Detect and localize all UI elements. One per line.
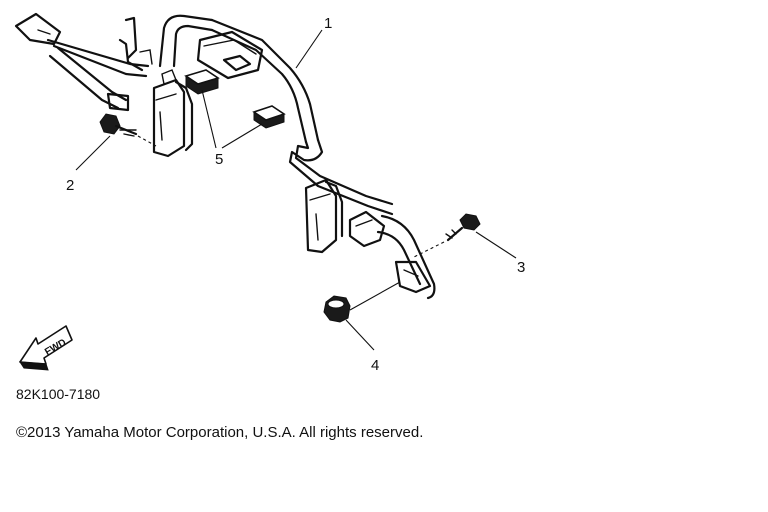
leader-5b	[221, 123, 263, 149]
callout-2: 2	[66, 177, 74, 194]
left-bolt	[99, 113, 157, 147]
diagram-part-code: 82K100-7180	[16, 386, 101, 402]
leader-4	[345, 319, 375, 351]
right-bolt	[411, 213, 481, 259]
rubber-pads	[184, 69, 286, 129]
leader-1	[295, 29, 323, 69]
callout-5: 5	[215, 151, 223, 168]
fwd-arrow-icon: FWD	[19, 325, 73, 371]
callout-1: 1	[324, 15, 332, 32]
callout-4: 4	[371, 357, 379, 374]
leader-2	[75, 135, 111, 171]
copyright-notice: ©2013 Yamaha Motor Corporation, U.S.A. A…	[16, 424, 424, 441]
collar	[323, 281, 401, 323]
leader-3	[475, 231, 517, 259]
callout-3: 3	[517, 259, 525, 276]
leader-5a	[201, 89, 217, 149]
main-bracket	[14, 12, 436, 300]
